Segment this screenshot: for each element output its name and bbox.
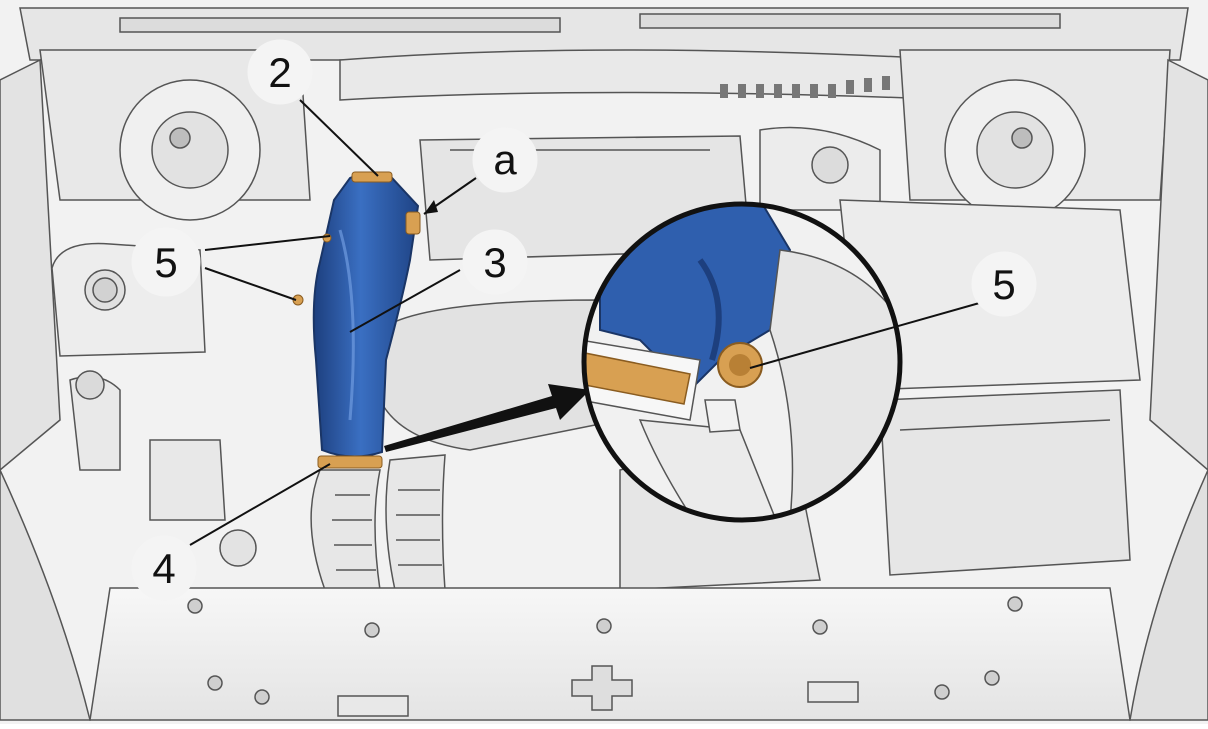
callout-4: 4	[152, 545, 175, 592]
callout-3: 3	[483, 239, 506, 286]
pointer-arrow	[384, 384, 590, 452]
callout-5-left: 5	[154, 239, 177, 286]
detail-magnifier-circle	[581, 201, 903, 523]
callout-2: 2	[268, 49, 291, 96]
leader-lines	[189, 99, 991, 546]
callout-bubbles	[131, 39, 1037, 601]
pointer-arrowhead	[424, 200, 438, 214]
callout-a: a	[493, 136, 517, 183]
callout-5-detail: 5	[992, 261, 1015, 308]
air-duct	[312, 172, 420, 458]
